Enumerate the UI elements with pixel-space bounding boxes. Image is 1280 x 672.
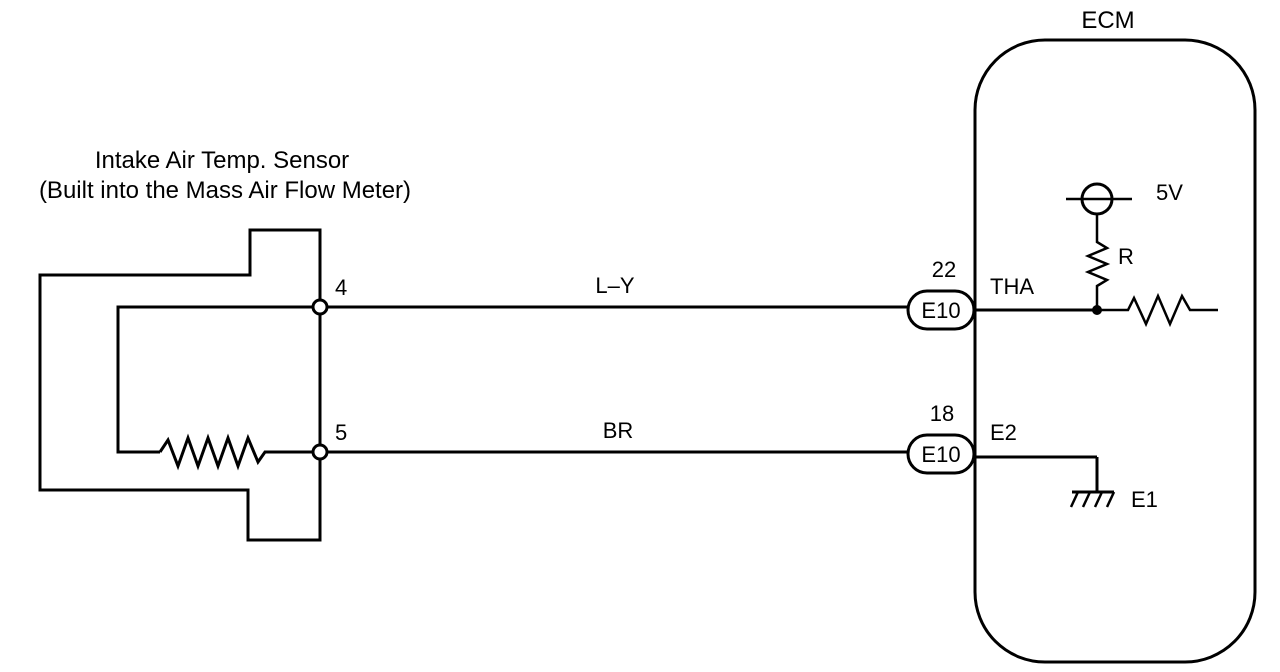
connector-top-label: E10 [921,298,960,323]
ground-tick-3 [1093,491,1104,508]
sensor-internal-wire [116,305,318,454]
ecm-internal-resistor [1097,292,1218,328]
ecm-box [973,38,1257,664]
ground-tick-2 [1081,491,1092,508]
terminal-4-node [311,298,329,316]
ground-tick-1 [1069,491,1080,508]
sensor-housing [38,228,322,542]
supply-voltage: 5V [1156,180,1183,205]
pullup-resistor [1084,214,1111,310]
wire-bottom-color: BR [603,418,634,443]
connector-e10-top [906,289,976,331]
connector-bottom-pin: 18 [930,401,954,426]
e2-label: E2 [990,420,1017,445]
wire-top-color: L–Y [595,273,634,298]
ecm-title: ECM [1081,7,1134,34]
sensor-thermistor [158,433,318,471]
sensor-title-line1: Intake Air Temp. Sensor [95,147,349,174]
ground-label: E1 [1131,487,1158,512]
connector-e10-bottom [906,433,976,475]
terminal-4-label: 4 [335,275,347,300]
sensor-title-line2: (Built into the Mass Air Flow Meter) [39,177,411,204]
connector-top-pin: 22 [932,257,956,282]
ground-tick-4 [1105,491,1116,508]
terminal-5-node [311,443,329,461]
tha-label: THA [990,274,1034,299]
terminal-5-label: 5 [335,420,347,445]
resistor-label: R [1118,244,1134,269]
connector-bottom-label: E10 [921,442,960,467]
